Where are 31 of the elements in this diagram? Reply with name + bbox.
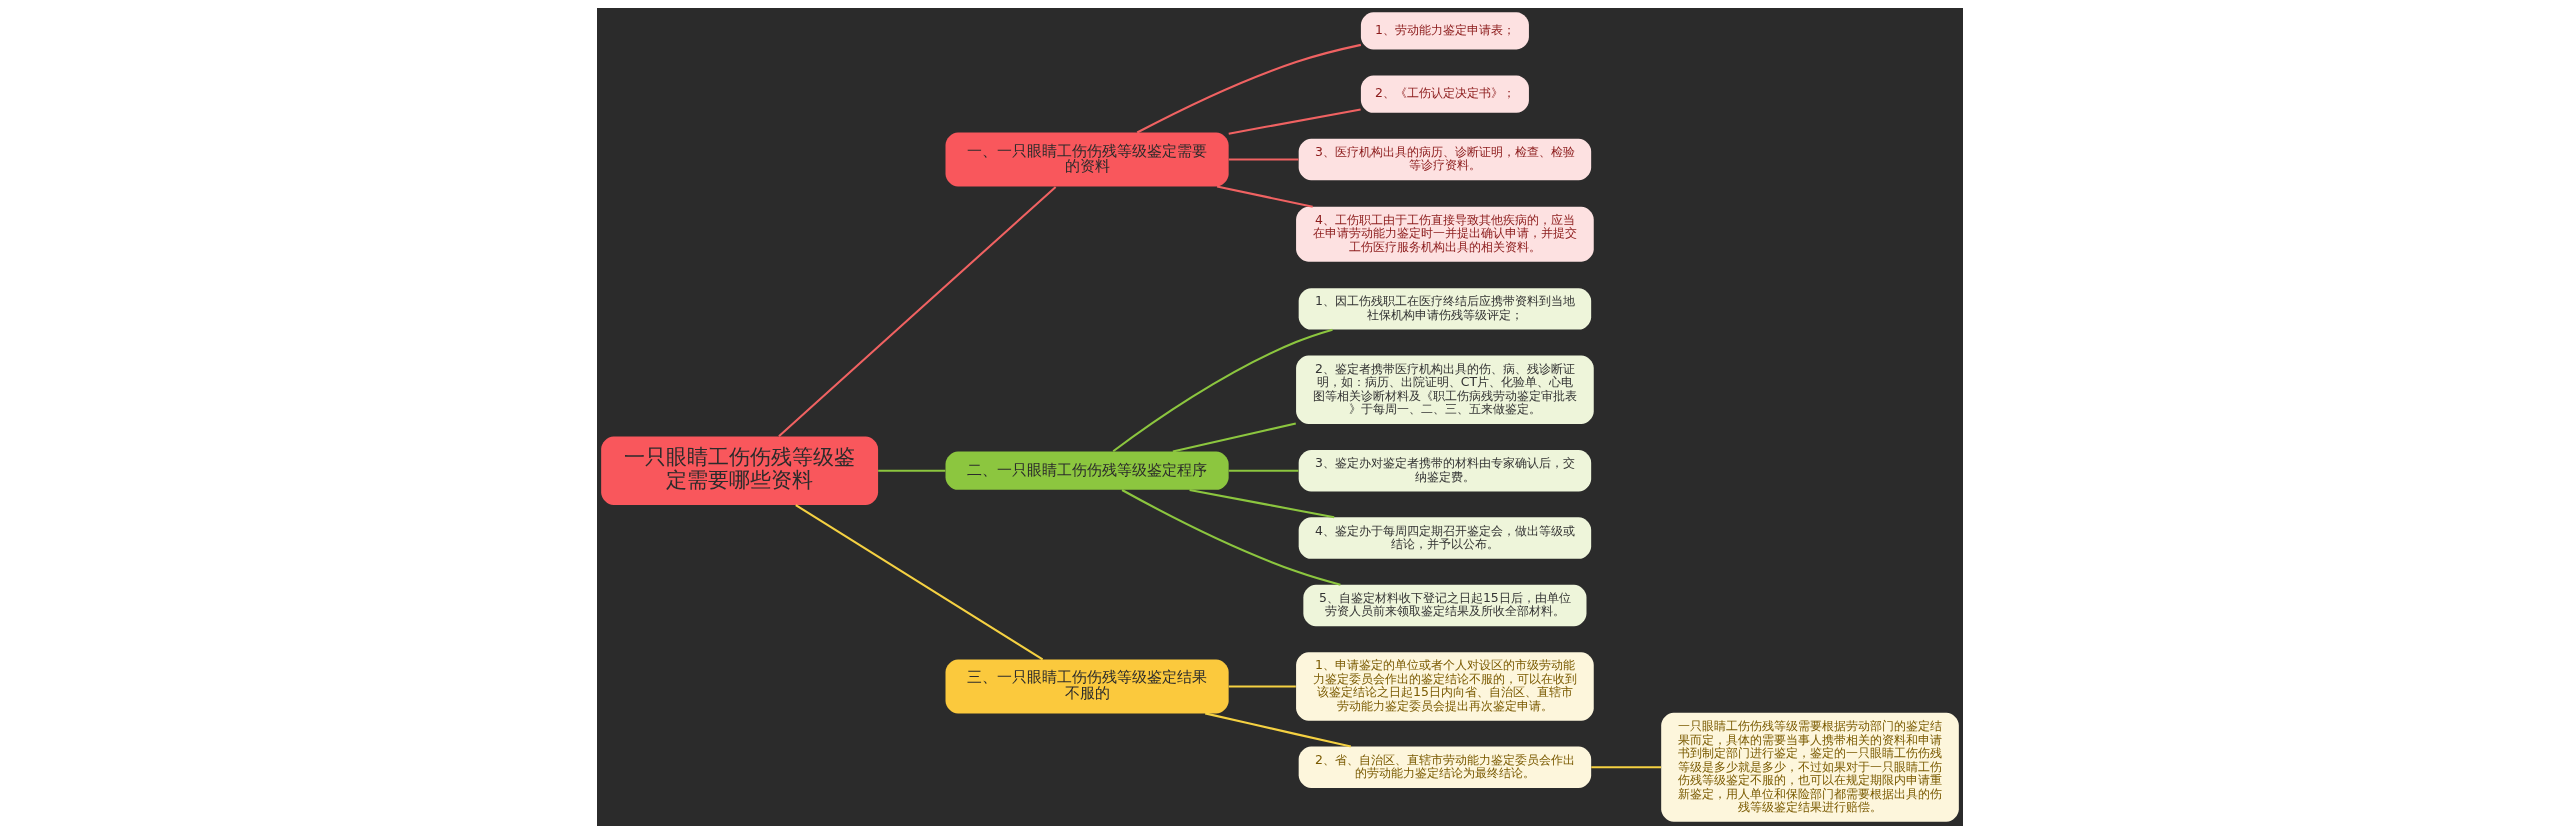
connector: [778, 186, 1057, 437]
connector: [1228, 685, 1296, 688]
connector: [1216, 185, 1313, 208]
node-box: 2、省、自治区、直辖市劳动能力鉴定委员会作出的劳动能力鉴定结论为最终结论。: [1298, 746, 1592, 789]
connector: [1228, 158, 1299, 161]
node-box: 4、工伤职工由于工伤直接导致其他疾病的，应当在申请劳动能力鉴定时一并提出确认申请，并提交工伤医疗服务机构出具的相关资料。: [1296, 206, 1594, 262]
node-box: 3、医疗机构出具的病历、诊断证明，检查、检验等诊疗资料。: [1298, 138, 1592, 181]
node-box: 1、因工伤残职工在医疗终结后应携带资料到当地社保机构申请伤残等级评定；: [1298, 288, 1592, 330]
node-box: 1、劳动能力鉴定申请表；: [1360, 12, 1529, 50]
connector: [878, 469, 946, 472]
connector: [1136, 43, 1362, 134]
connector: [1591, 766, 1662, 769]
connector: [1189, 488, 1335, 519]
node-box: 1、申请鉴定的单位或者个人对设区的市级劳动能力鉴定委员会作出的鉴定结论不服的，可以在收到该鉴定结论之日起15日内向省、自治区、直辖市劳动能力鉴定委员会提出再次鉴定申请。: [1296, 652, 1594, 721]
node-box: 4、鉴定办于每周四定期召开鉴定会，做出等级或结论，并予以公布。: [1298, 517, 1592, 559]
connector: [1228, 108, 1361, 135]
connector: [795, 504, 1044, 661]
node-box: 二、一只眼睛工伤伤残等级鉴定程序: [945, 451, 1229, 490]
connector: [1228, 469, 1299, 472]
node-box: 3、鉴定办对鉴定者携带的材料由专家确认后，交纳鉴定费。: [1298, 449, 1592, 492]
connector: [1112, 328, 1333, 453]
node-box: 2、鉴定者携带医疗机构出具的伤、病、残诊断证明，如：病历、出院证明、CT片、化验单、心电图等相关诊断材料及《职工伤病残劳动鉴定审批表》于每周一、二、三、五来做鉴定。: [1296, 355, 1594, 424]
node-box: 5、自鉴定材料收下登记之日起15日后，由单位劳资人员前来领取鉴定结果及所收全部材料。: [1303, 584, 1587, 627]
connector: [1121, 489, 1341, 586]
node-box: 一只眼睛工伤伤残等级需要根据劳动部门的鉴定结果而定，具体的需要当事人携带相关的资料和申请书到制定部门进行鉴定，鉴定的一只眼睛工伤伤残等级是多少就是多少，不过如果对于一只眼睛工伤伤残等级鉴定不服的，也可以在规定期限内申请重新鉴定，用人单位和保险部门都需要根据出具的伤残等级鉴定结果进行赔偿。: [1661, 712, 1959, 822]
node-box: 一、一只眼睛工伤伤残等级鉴定需要的资料: [945, 132, 1229, 187]
node-box: 三、一只眼睛工伤伤残等级鉴定结果不服的: [945, 659, 1229, 714]
connector: [1172, 422, 1296, 453]
connector: [1205, 712, 1352, 748]
node-box: 2、《工伤认定决定书》；: [1360, 75, 1529, 113]
node-box: 一只眼睛工伤伤残等级鉴定需要哪些资料: [601, 436, 879, 505]
